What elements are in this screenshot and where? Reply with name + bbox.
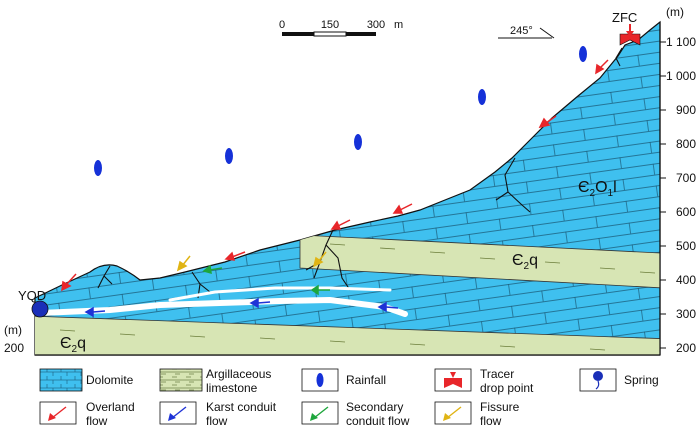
fissure-arrow-icon xyxy=(443,413,451,421)
legend-label-karst: Karst conduit xyxy=(206,400,277,414)
left-axis-tick: 200 xyxy=(4,341,24,355)
legend-item-overland-flow: Overland flow xyxy=(39,400,135,428)
elevation-tick-label: 1 100 xyxy=(666,35,696,49)
fissure-flow-arrows xyxy=(176,251,327,272)
legend-item-spring: Spring xyxy=(579,368,659,392)
elevation-tick-label: 800 xyxy=(676,137,696,151)
overland-arrow-icon xyxy=(48,413,56,421)
legend-label-fissure-flow: flow xyxy=(480,414,502,428)
elevation-tick-label: 900 xyxy=(676,103,696,117)
elevation-tick-label: 700 xyxy=(676,171,696,185)
karst-conduits xyxy=(37,286,408,317)
legend-label-overland-flow: flow xyxy=(86,414,108,428)
tracer-point-label: ZFC xyxy=(612,10,637,25)
elevation-tick-label: 500 xyxy=(676,239,696,253)
legend-label-tracer: Tracer xyxy=(480,367,514,381)
rainfall-drops xyxy=(94,46,587,176)
legend-item-karst-conduit-flow: Karst conduit flow xyxy=(159,400,277,428)
overland-flow-arrows xyxy=(61,59,609,292)
legend-label-rainfall: Rainfall xyxy=(346,373,386,387)
elevation-tick-label: 1 000 xyxy=(666,69,696,83)
formation-label-middle: Є2q xyxy=(512,252,538,272)
flow-arrows xyxy=(61,59,609,318)
elevation-tick-label: 400 xyxy=(676,273,696,287)
legend-item-fissure-flow: Fissure flow xyxy=(434,400,520,428)
karst-conduit-flow-arrows xyxy=(84,297,399,318)
legend-item-rainfall: Rainfall xyxy=(301,368,386,392)
elevation-axis-left: (m) 200 xyxy=(4,323,24,355)
formation-label-lower: Є2q xyxy=(60,335,86,355)
legend-item-dolomite: Dolomite xyxy=(39,368,134,392)
terrain-body xyxy=(34,20,661,356)
formation-label-upper: Є2O1l xyxy=(578,179,617,199)
legend-label-argillaceous: Argillaceous xyxy=(206,367,271,381)
upper-conduit xyxy=(168,286,392,302)
scale-label-150: 150 xyxy=(321,19,339,31)
legend: Dolomite Argillaceous limestone Rainfall… xyxy=(0,362,700,435)
legend-label-overland: Overland xyxy=(86,400,135,414)
secondary-conduit-flow-arrows xyxy=(202,264,330,296)
legend-label-karst-flow: flow xyxy=(206,414,228,428)
legend-label-secondary-flow: conduit flow xyxy=(346,414,410,428)
legend-label-limestone: limestone xyxy=(206,381,258,395)
secondary-arrow-icon xyxy=(310,413,318,421)
elevation-axis-unit: (m) xyxy=(666,5,684,19)
orientation-label: 245° xyxy=(510,25,533,37)
main-conduit xyxy=(37,296,408,317)
limestone-band-middle xyxy=(299,234,660,291)
legend-label-drop-point: drop point xyxy=(480,381,534,395)
legend-item-tracer: Tracer drop point xyxy=(434,367,534,395)
limestone-band-lower xyxy=(35,314,660,355)
legend-label-fissure: Fissure xyxy=(480,400,520,414)
karst-arrow-icon xyxy=(168,413,176,421)
legend-label-dolomite: Dolomite xyxy=(86,373,134,387)
scale-bar: 0 150 300 m xyxy=(279,19,403,37)
tracer-icon xyxy=(444,378,462,388)
legend-item-argillaceous-limestone: Argillaceous limestone xyxy=(159,367,271,395)
elevation-tick-label: 300 xyxy=(676,307,696,321)
elevation-tick-label: 200 xyxy=(676,341,696,355)
scale-label-0: 0 xyxy=(279,19,285,31)
legend-label-secondary: Secondary xyxy=(346,400,403,414)
scale-unit: m xyxy=(394,19,403,31)
legend-label-spring: Spring xyxy=(624,373,659,387)
rainfall-icon xyxy=(316,373,324,387)
scale-label-300: 300 xyxy=(367,19,385,31)
spring-icon xyxy=(31,300,49,318)
elevation-tick-label: 600 xyxy=(676,205,696,219)
spring-label: YQD xyxy=(18,288,46,303)
orientation-marker: 245° xyxy=(498,25,555,39)
legend-item-secondary-conduit-flow: Secondary conduit flow xyxy=(301,400,410,428)
left-axis-unit: (m) xyxy=(4,323,22,337)
spring-legend-icon xyxy=(593,371,603,381)
fissure-network xyxy=(97,47,623,299)
elevation-axis-right: (m) 1 100 1 000 900 800 700 600 500 400 300 200 xyxy=(659,5,696,355)
tracer-drop-point-icon xyxy=(619,24,641,46)
